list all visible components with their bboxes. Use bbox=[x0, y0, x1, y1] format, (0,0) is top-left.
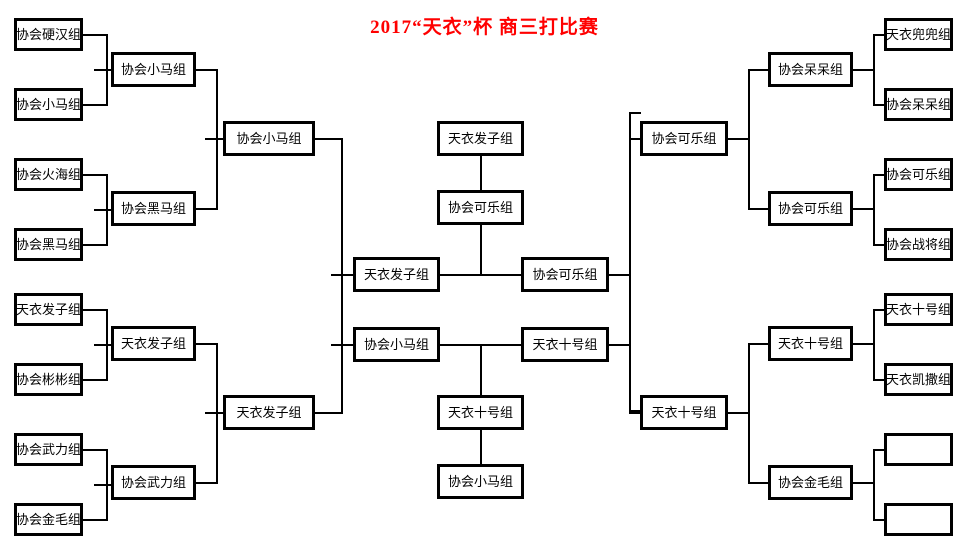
connector-line bbox=[873, 104, 886, 106]
bracket-node-C-3[interactable]: 天衣十号组 bbox=[437, 395, 524, 430]
bracket-node-R1-2[interactable]: 协会呆呆组 bbox=[884, 88, 953, 121]
connector-line bbox=[83, 34, 108, 36]
connector-line bbox=[748, 482, 770, 484]
connector-line bbox=[873, 449, 886, 451]
connector-line bbox=[873, 244, 886, 246]
connector-line bbox=[853, 343, 875, 345]
connector-line bbox=[853, 482, 875, 484]
bracket-node-L2-3[interactable]: 天衣发子组 bbox=[111, 326, 196, 361]
bracket-node-R2-3[interactable]: 天衣十号组 bbox=[768, 326, 853, 361]
connector-line bbox=[728, 412, 750, 414]
connector-line bbox=[196, 482, 218, 484]
connector-line bbox=[748, 343, 770, 345]
connector-line bbox=[315, 138, 343, 140]
connector-line bbox=[480, 156, 482, 191]
connector-line bbox=[83, 104, 108, 106]
bracket-node-R3-2[interactable]: 天衣十号组 bbox=[640, 395, 728, 430]
connector-line bbox=[873, 519, 886, 521]
connector-line bbox=[629, 410, 641, 412]
connector-line bbox=[629, 112, 631, 412]
connector-line bbox=[629, 138, 643, 140]
connector-line bbox=[83, 379, 108, 381]
bracket-node-R1-4[interactable]: 协会战将组 bbox=[884, 228, 953, 261]
bracket-node-R2-4[interactable]: 协会金毛组 bbox=[768, 465, 853, 500]
bracket-node-R1-6[interactable]: 天衣凯撒组 bbox=[884, 363, 953, 396]
connector-line bbox=[629, 112, 641, 114]
connector-line bbox=[853, 69, 875, 71]
bracket-node-L3-1[interactable]: 协会小马组 bbox=[223, 121, 315, 156]
connector-line bbox=[440, 274, 522, 276]
connector-line bbox=[873, 379, 886, 381]
page-title: 2017“天衣”杯 商三打比赛 bbox=[370, 17, 599, 38]
connector-line bbox=[83, 449, 108, 451]
connector-line bbox=[83, 519, 108, 521]
connector-line bbox=[873, 34, 886, 36]
connector-line bbox=[83, 174, 108, 176]
bracket-node-C5-2[interactable]: 天衣十号组 bbox=[521, 327, 609, 362]
bracket-node-R3-1[interactable]: 协会可乐组 bbox=[640, 121, 728, 156]
connector-line bbox=[873, 174, 886, 176]
connector-line bbox=[873, 34, 875, 105]
bracket-node-L1-3[interactable]: 协会火海组 bbox=[14, 158, 83, 191]
bracket-node-R1-7[interactable] bbox=[884, 433, 953, 466]
bracket-node-L1-7[interactable]: 协会武力组 bbox=[14, 433, 83, 466]
connector-line bbox=[609, 274, 631, 276]
connector-line bbox=[205, 138, 224, 140]
connector-line bbox=[94, 484, 113, 486]
bracket-node-L1-4[interactable]: 协会黑马组 bbox=[14, 228, 83, 261]
bracket-node-L1-6[interactable]: 协会彬彬组 bbox=[14, 363, 83, 396]
bracket-node-C-2[interactable]: 协会可乐组 bbox=[437, 190, 524, 225]
bracket-node-R1-3[interactable]: 协会可乐组 bbox=[884, 158, 953, 191]
connector-line bbox=[609, 344, 631, 346]
bracket-node-L2-1[interactable]: 协会小马组 bbox=[111, 52, 196, 87]
connector-line bbox=[853, 208, 875, 210]
connector-line bbox=[748, 69, 750, 209]
connector-line bbox=[196, 343, 218, 345]
connector-line bbox=[331, 344, 355, 346]
connector-line bbox=[196, 69, 218, 71]
connector-line bbox=[748, 69, 770, 71]
connector-line bbox=[331, 274, 355, 276]
connector-line bbox=[480, 430, 482, 465]
bracket-node-L4-2[interactable]: 协会小马组 bbox=[353, 327, 440, 362]
bracket-node-L1-5[interactable]: 天衣发子组 bbox=[14, 293, 83, 326]
connector-line bbox=[873, 309, 875, 380]
connector-line bbox=[629, 412, 643, 414]
bracket-node-L1-2[interactable]: 协会小马组 bbox=[14, 88, 83, 121]
bracket-node-L4-1[interactable]: 天衣发子组 bbox=[353, 257, 440, 292]
connector-line bbox=[315, 412, 343, 414]
connector-line bbox=[94, 209, 113, 211]
connector-line bbox=[873, 449, 875, 520]
connector-line bbox=[440, 344, 522, 346]
bracket-node-R2-1[interactable]: 协会呆呆组 bbox=[768, 52, 853, 87]
bracket-node-L2-2[interactable]: 协会黑马组 bbox=[111, 191, 196, 226]
connector-line bbox=[83, 244, 108, 246]
connector-line bbox=[873, 309, 886, 311]
connector-line bbox=[748, 343, 750, 483]
connector-line bbox=[205, 412, 224, 414]
bracket-node-L1-8[interactable]: 协会金毛组 bbox=[14, 503, 83, 536]
bracket-node-L1-1[interactable]: 协会硬汉组 bbox=[14, 18, 83, 51]
connector-line bbox=[480, 344, 482, 396]
connector-line bbox=[480, 225, 482, 275]
bracket-node-L3-2[interactable]: 天衣发子组 bbox=[223, 395, 315, 430]
bracket-node-R1-1[interactable]: 天衣兜兜组 bbox=[884, 18, 953, 51]
bracket-node-C5-1[interactable]: 协会可乐组 bbox=[521, 257, 609, 292]
connector-line bbox=[196, 208, 218, 210]
bracket-node-R2-2[interactable]: 协会可乐组 bbox=[768, 191, 853, 226]
connector-line bbox=[94, 69, 113, 71]
connector-line bbox=[748, 208, 770, 210]
bracket-node-C-4[interactable]: 协会小马组 bbox=[437, 464, 524, 499]
connector-line bbox=[873, 174, 875, 245]
connector-line bbox=[728, 138, 750, 140]
connector-line bbox=[94, 344, 113, 346]
bracket-node-L2-4[interactable]: 协会武力组 bbox=[111, 465, 196, 500]
bracket-node-R1-5[interactable]: 天衣十号组 bbox=[884, 293, 953, 326]
bracket-node-C-1[interactable]: 天衣发子组 bbox=[437, 121, 524, 156]
connector-line bbox=[83, 309, 108, 311]
bracket-node-R1-8[interactable] bbox=[884, 503, 953, 536]
